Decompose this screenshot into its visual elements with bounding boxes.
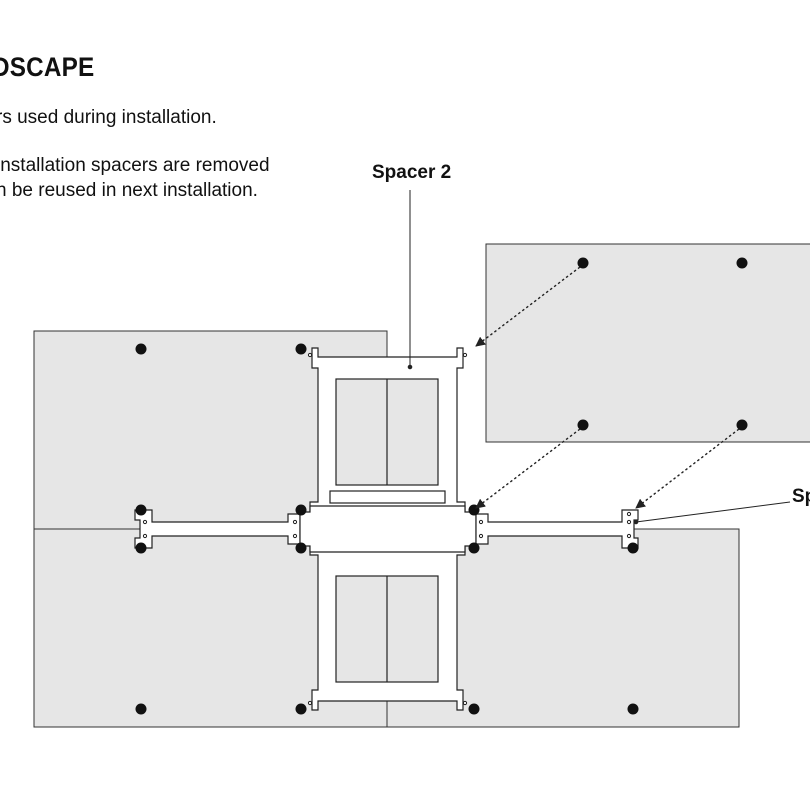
description-line-2: installation spacers are removed [0,155,270,176]
mount-point [468,703,480,715]
spacer-2-frame [309,347,466,513]
arrow-right [635,428,740,509]
mount-point [135,504,147,516]
mount-point [468,504,480,516]
description-line-1: rs used during installation. [0,107,217,128]
description-line-3: n be reused in next installation. [0,180,258,201]
mount-point [295,504,307,516]
mount-point [736,419,748,431]
mounting-points [135,257,748,715]
mount-point [627,542,639,554]
mount-point [295,542,307,554]
mount-point [736,257,748,269]
callout-leaders [407,190,791,525]
callout-spacer-2: Spacer 2 [372,162,452,183]
mount-point [577,257,589,269]
arrow-middle [475,428,581,509]
spacer-1-bar [134,505,639,553]
spacer-holes [142,352,632,706]
mount-point [295,343,307,355]
movement-arrows [475,266,740,509]
mount-point [135,703,147,715]
mount-point [577,419,589,431]
callout-spacer-1: Sp [792,486,810,507]
mount-point [135,343,147,355]
section-title: DSCAPE [0,52,95,82]
mount-point [135,542,147,554]
spacer-2-frame-lower [309,544,466,711]
mount-point [295,703,307,715]
mount-point [627,703,639,715]
mount-point [468,542,480,554]
arrow-top-left [475,266,581,347]
panel-offset-right [485,243,810,443]
